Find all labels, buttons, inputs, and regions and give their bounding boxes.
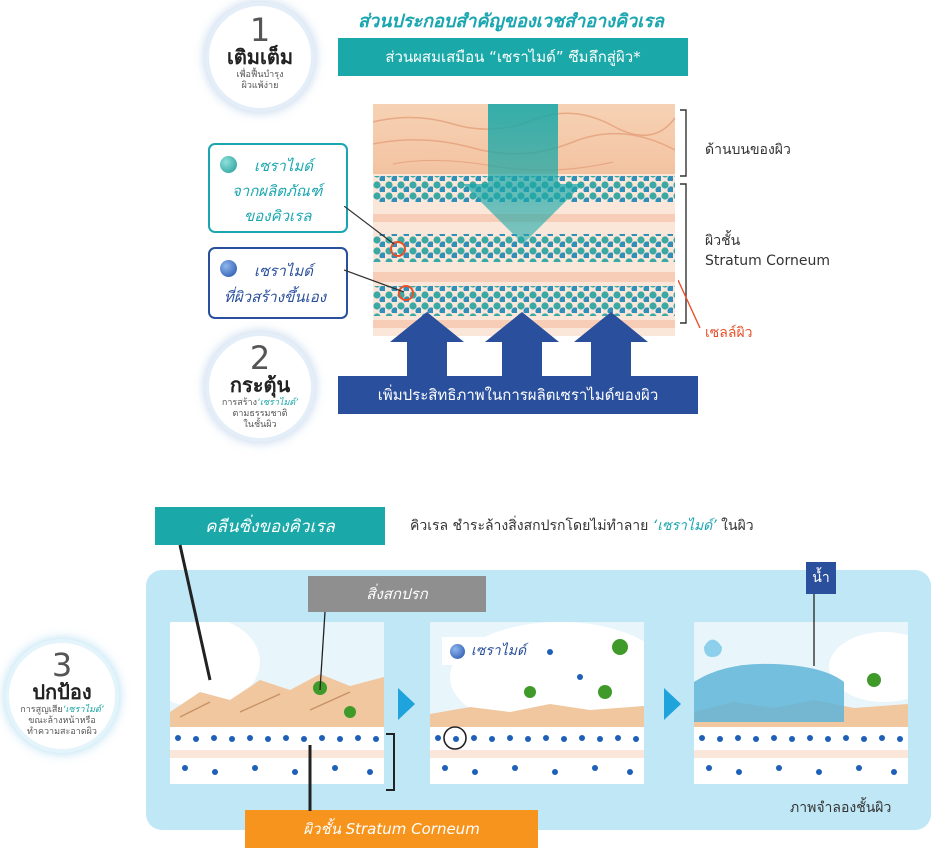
step-1-sub1: เพื่อฟื้นบำรุง [236,70,284,80]
step-3-sub-em: ‘เซราไมด์’ [62,705,104,715]
legend-product-line3: ของคิวเรล [244,207,312,225]
legend-product-line2: จากผลิตภัณฑ์ [232,182,323,200]
boost-bar: เพิ่มประสิทธิภาพในการผลิตเซราไมด์ของผิว [338,376,698,414]
step-2-sub2: ตามธรรมชาติ [232,409,288,419]
panel-after [694,622,908,784]
model-caption: ภาพจำลองชั้นผิว [790,800,892,816]
up-arrows [390,312,648,382]
step-3-sub3: ทำความสะอาดผิว [26,727,97,737]
step-2-circle: 2 กระตุ้น การสร้าง‘เซราไมด์’ ตามธรรมชาติ… [209,336,311,438]
legend-product-line1: เซราไมด์ [254,157,313,175]
step-3-title: ปกป้อง [32,680,92,704]
step-2-sub-em: ‘เซราไมด์’ [257,398,299,408]
blue-ceramide-icon [220,260,237,277]
legend-product-ceramide: เซราไมด์ จากผลิตภัณฑ์ ของคิวเรล [208,143,348,233]
stratum-bar-text: ผิวชั้น Stratum Corneum [303,820,480,838]
boost-bar-text: เพิ่มประสิทธิภาพในการผลิตเซราไมด์ของผิว [377,386,659,404]
legend-skin-line1: เซราไมด์ [254,262,313,280]
step-2-number: 2 [249,339,271,377]
step-arrow-2-icon [664,688,681,720]
dirt-label-text: สิ่งสกปรก [366,585,428,603]
step-arrow-1-icon [398,688,415,720]
step-3-number: 3 [51,646,73,684]
step-2-sub1: การสร้าง‘เซราไมด์’ [209,398,311,409]
panel-before [170,622,384,784]
stratum-pointer [308,745,312,811]
cleansing-title-bar: คลีนซิ่งของคิวเรล [155,507,385,545]
step-3-circle: 3 ปกป้อง การสูญเสีย‘เซราไมด์’ ขณะล้างหน้… [9,643,115,749]
label-skin-cell: เซลล์ผิว [705,325,753,341]
step-3-sub2: ขณะล้างหน้าหรือ [28,716,96,726]
label-upper-skin: ด้านบนของผิว [705,142,791,158]
water-label: น้ำ [806,562,836,594]
legend-skin-line2: ที่ผิวสร้างขึ้นเอง [224,288,327,306]
step-1-title: เติมเต็ม [226,45,293,69]
pointer-product [344,206,395,245]
water-pointer [813,594,815,666]
mix-bar-text: ส่วนผสมเสมือน “เซราไมด์” ซึมลึกสู่ผิว* [385,48,641,66]
dirt-pointer [178,544,326,691]
stratum-bracket [386,733,395,791]
step-3-sub1-text: การสูญเสีย [20,705,63,715]
step-1-number: 1 [249,11,271,49]
label-stratum-th: ผิวชั้น [705,233,741,249]
step-2-sub1-text: การสร้าง [221,398,257,408]
header-title: ส่วนประกอบสำคัญของเวชสำอางคิวเรล [358,11,664,32]
cleansing-description: คิวเรล ชำระล้างสิ่งสกปรกโดยไม่ทำลาย ‘เซร… [410,515,754,537]
pointer-skin [344,269,405,293]
stratum-bar: ผิวชั้น Stratum Corneum [245,810,538,848]
mix-bar: ส่วนผสมเสมือน “เซราไมด์” ซึมลึกสู่ผิว* [338,38,688,76]
dirt-label: สิ่งสกปรก [308,576,486,612]
label-stratum-en: Stratum Corneum [705,253,831,269]
skin-brackets [678,109,701,329]
step-1-circle: 1 เติมเต็ม เพื่อฟื้นบำรุง ผิวแพ้ง่าย [209,6,311,108]
step-2-title: กระตุ้น [229,373,291,397]
desc-pre: คิวเรล ชำระล้างสิ่งสกปรกโดยไม่ทำลาย [410,518,653,534]
panel-cleansing [430,622,644,784]
teal-ceramide-icon [220,156,237,173]
step-1-sub2: ผิวแพ้ง่าย [241,81,279,91]
ceramide-tag-icon [450,643,465,659]
step-3-sub1: การสูญเสีย‘เซราไมด์’ [9,705,115,716]
desc-post: ในผิว [716,518,754,534]
step-2-sub3: ในชั้นผิว [243,420,277,430]
ceramide-tag-text: เซราไมด์ [471,643,527,659]
water-label-text: น้ำ [812,570,830,586]
desc-em: ‘เซราไมด์’ [652,518,717,534]
cleansing-title: คลีนซิ่งของคิวเรล [205,516,335,537]
legend-skin-ceramide: เซราไมด์ ที่ผิวสร้างขึ้นเอง [208,247,348,319]
ceramide-tag: เซราไมด์ [442,637,534,665]
skin-diagram [373,104,675,336]
